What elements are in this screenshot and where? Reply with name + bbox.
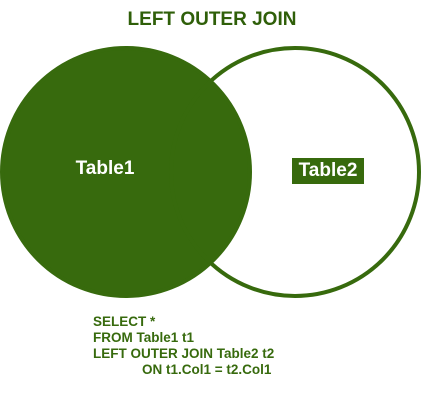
diagram-title: LEFT OUTER JOIN	[127, 9, 297, 30]
sql-query: SELECT * FROM Table1 t1 LEFT OUTER JOIN …	[93, 314, 274, 378]
sql-line-select: SELECT *	[93, 314, 156, 329]
sql-line-join: LEFT OUTER JOIN Table2 t2	[93, 346, 275, 361]
right-circle-table2-outline	[169, 46, 421, 298]
table1-label: Table1	[75, 158, 135, 179]
sql-line-on: ON t1.Col1 = t2.Col1	[142, 362, 272, 377]
table2-label: Table2	[292, 158, 364, 184]
sql-line-from: FROM Table1 t1	[93, 330, 195, 345]
